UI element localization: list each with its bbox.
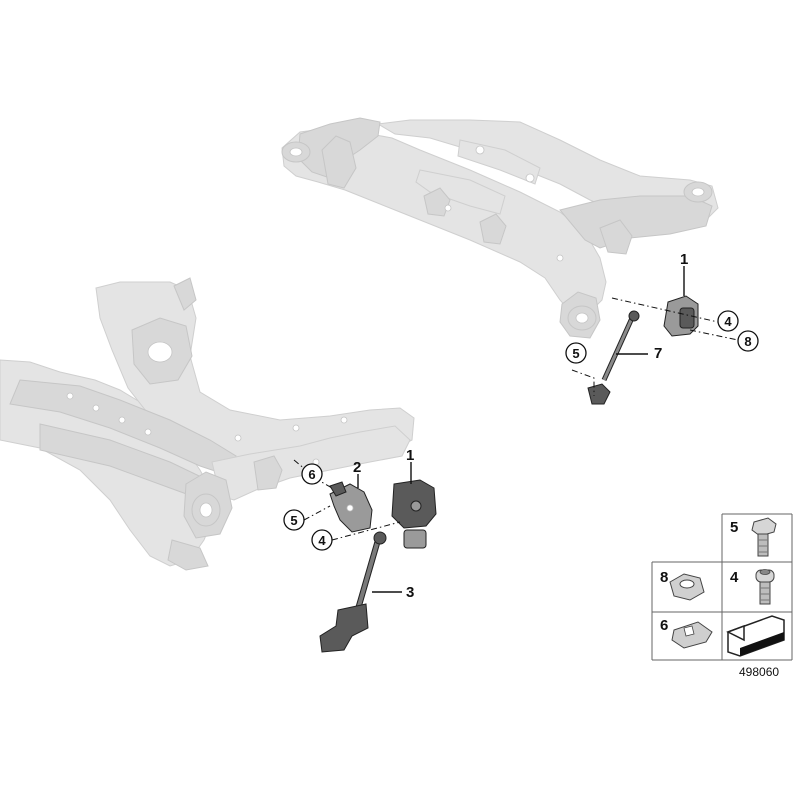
hex-bolt-icon bbox=[751, 517, 777, 557]
svg-text:5: 5 bbox=[290, 513, 297, 528]
svg-text:4: 4 bbox=[724, 314, 732, 329]
svg-text:6: 6 bbox=[308, 467, 315, 482]
callout-rear-sensor: 1 bbox=[680, 251, 688, 268]
grid-cell-hex-nut: 8 bbox=[660, 569, 705, 601]
grid-cell-direction bbox=[726, 615, 785, 657]
grid-cell-socket-bolt: 4 bbox=[730, 569, 775, 605]
reference-number: 498060 bbox=[739, 665, 779, 679]
rear-nut-axis bbox=[689, 329, 739, 341]
grid-label-spring-clip: 6 bbox=[660, 617, 668, 634]
grid-cell-spring-clip: 6 bbox=[660, 617, 713, 649]
svg-text:5: 5 bbox=[572, 346, 579, 361]
spring-clip-icon bbox=[671, 621, 713, 649]
callout-front-bracket: 2 bbox=[353, 459, 361, 476]
rear-sensor-link bbox=[587, 310, 640, 405]
grid-cell-hex-bolt: 5 bbox=[730, 517, 777, 557]
callout-front-sensor: 1 bbox=[406, 447, 414, 464]
hex-nut-icon bbox=[669, 573, 705, 601]
callout-rear-link: 7 bbox=[654, 345, 662, 362]
rear-screw-axis bbox=[571, 369, 595, 396]
front-sensor-link bbox=[319, 531, 387, 653]
callout-rear-nut: 8 bbox=[737, 330, 759, 352]
grid-label-socket-bolt: 4 bbox=[730, 569, 739, 586]
grid-label-hex-bolt: 5 bbox=[730, 519, 738, 536]
callout-front-clip: 6 bbox=[301, 463, 323, 485]
rear-level-sensor bbox=[663, 295, 699, 337]
callout-front-screw: 5 bbox=[283, 509, 305, 531]
front-bracket bbox=[329, 483, 373, 533]
callout-front-link: 3 bbox=[406, 584, 414, 601]
svg-text:8: 8 bbox=[744, 334, 751, 349]
grid-label-hex-nut: 8 bbox=[660, 569, 668, 586]
svg-text:4: 4 bbox=[318, 533, 326, 548]
direction-arrow-icon bbox=[726, 615, 785, 657]
callout-rear-screw: 5 bbox=[565, 342, 587, 364]
front-subframe bbox=[0, 277, 415, 571]
callout-rear-bolt: 4 bbox=[717, 310, 739, 332]
rear-subframe bbox=[281, 117, 719, 339]
rear-bolt-axis bbox=[611, 297, 719, 323]
socket-bolt-icon bbox=[755, 569, 775, 605]
parts-grid: 5 8 4 bbox=[651, 513, 793, 661]
front-level-sensor bbox=[391, 479, 437, 549]
front-screw-axis bbox=[303, 505, 331, 521]
callout-front-bolt: 4 bbox=[311, 529, 333, 551]
front-spring-clip bbox=[329, 481, 347, 497]
front-bolt-axis bbox=[331, 521, 401, 541]
